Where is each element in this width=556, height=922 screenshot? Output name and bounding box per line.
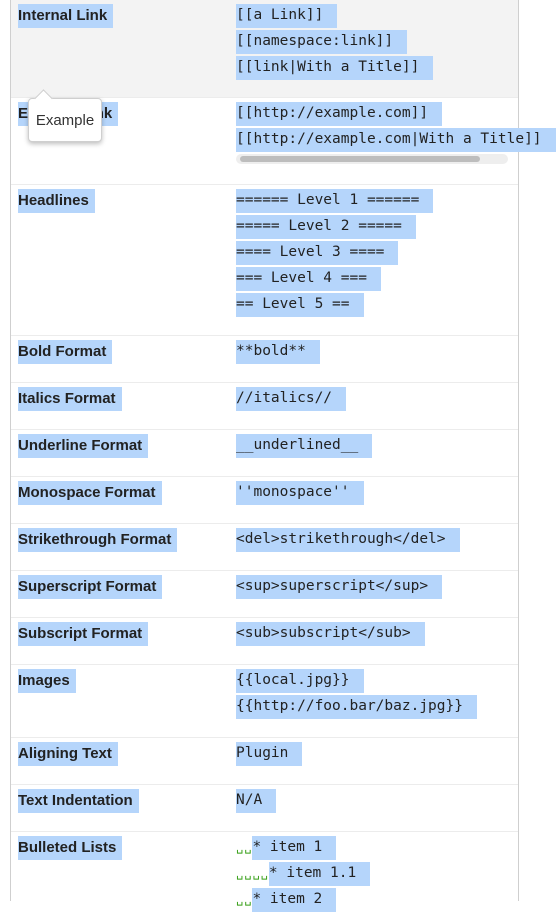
code-line: <del>strikethrough</del> bbox=[236, 528, 460, 552]
row-underline: Underline Format __underlined__ bbox=[11, 430, 518, 477]
row-label: Superscript Format bbox=[18, 575, 163, 599]
row-label: Aligning Text bbox=[18, 742, 118, 766]
whitespace-marker: ␣␣ bbox=[236, 892, 253, 906]
row-bold: Bold Format **bold** bbox=[11, 336, 518, 383]
row-label: Monospace Format bbox=[18, 481, 162, 505]
code-line: ==== Level 3 ==== bbox=[236, 241, 399, 265]
code-line: [[namespace:link]] bbox=[236, 30, 408, 54]
row-strikethrough: Strikethrough Format <del>strikethrough<… bbox=[11, 524, 518, 571]
row-internal-link: Internal Link [[a Link]] [[namespace:lin… bbox=[11, 0, 518, 98]
row-label: Bold Format bbox=[18, 340, 113, 364]
row-images: Images {{local.jpg}} {{http://foo.bar/ba… bbox=[11, 665, 518, 738]
code-line: {{local.jpg}} bbox=[236, 669, 364, 693]
code-line: [[http://example.com|With a Title]] bbox=[236, 128, 556, 152]
code-line: ===== Level 2 ===== bbox=[236, 215, 416, 239]
row-label: Strikethrough Format bbox=[18, 528, 178, 552]
row-monospace: Monospace Format ''monospace'' bbox=[11, 477, 518, 524]
row-headlines: Headlines ====== Level 1 ====== ===== Le… bbox=[11, 185, 518, 336]
row-label: Headlines bbox=[18, 189, 95, 213]
code-line: //italics// bbox=[236, 387, 347, 411]
horizontal-scrollbar[interactable] bbox=[236, 154, 508, 164]
row-label: Internal Link bbox=[18, 4, 114, 28]
code-line: __underlined__ bbox=[236, 434, 373, 458]
row-label: Subscript Format bbox=[18, 622, 149, 646]
code-line: Plugin bbox=[236, 742, 303, 766]
whitespace-marker: ␣␣␣␣ bbox=[236, 866, 269, 880]
code-line: ''monospace'' bbox=[236, 481, 364, 505]
code-line: N/A bbox=[236, 789, 277, 813]
tooltip: Example bbox=[28, 89, 102, 142]
code-line: [[http://example.com]] bbox=[236, 102, 443, 126]
code-line: <sub>subscript</sub> bbox=[236, 622, 425, 646]
row-superscript: Superscript Format <sup>superscript</sup… bbox=[11, 571, 518, 618]
code-line: * item 1.1 bbox=[268, 862, 371, 886]
row-italics: Italics Format //italics// bbox=[11, 383, 518, 430]
code-scroll-area[interactable]: [[http://example.com]] [[http://example.… bbox=[236, 102, 556, 154]
row-label: Bulleted Lists bbox=[18, 836, 123, 860]
row-bulleted-lists: Bulleted Lists ␣␣* item 1 ␣␣␣␣* item 1.1… bbox=[11, 832, 518, 922]
code-line: [[a Link]] bbox=[236, 4, 338, 28]
row-label: Underline Format bbox=[18, 434, 149, 458]
row-label: Text Indentation bbox=[18, 789, 139, 813]
scrollbar-thumb[interactable] bbox=[240, 156, 480, 162]
code-line: <sup>superscript</sup> bbox=[236, 575, 443, 599]
whitespace-marker: ␣␣ bbox=[236, 840, 253, 854]
tooltip-text: Example bbox=[35, 111, 95, 129]
code-line: [[link|With a Title]] bbox=[236, 56, 434, 80]
row-label: Images bbox=[18, 669, 76, 693]
row-label: Italics Format bbox=[18, 387, 122, 411]
code-line: {{http://foo.bar/baz.jpg}} bbox=[236, 695, 477, 719]
code-line: === Level 4 === bbox=[236, 267, 381, 291]
row-text-indentation: Text Indentation N/A bbox=[11, 785, 518, 832]
code-line: * item 2 bbox=[252, 888, 337, 912]
row-subscript: Subscript Format <sub>subscript</sub> bbox=[11, 618, 518, 665]
code-line: * item 1 bbox=[252, 836, 337, 860]
code-line: ====== Level 1 ====== bbox=[236, 189, 434, 213]
syntax-reference-table: Internal Link [[a Link]] [[namespace:lin… bbox=[10, 0, 556, 912]
row-aligning-text: Aligning Text Plugin bbox=[11, 738, 518, 785]
code-line: **bold** bbox=[236, 340, 320, 364]
code-line: == Level 5 == bbox=[236, 293, 364, 317]
